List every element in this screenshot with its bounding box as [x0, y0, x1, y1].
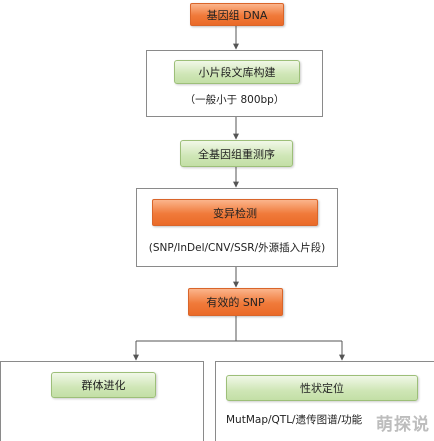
node-genome-dna: 基因组 DNA — [190, 3, 284, 26]
library-note: （一般小于 800bp） — [184, 94, 285, 106]
trait-methods: MutMap/QTL/遗传图谱/功能 — [226, 414, 363, 426]
variant-types: (SNP/InDel/CNV/SSR/外源插入片段) — [148, 242, 326, 254]
node-library-label: 小片段文库构建 — [198, 66, 276, 79]
frame-trait — [215, 361, 434, 441]
node-effective-snp-label: 有效的 SNP — [206, 296, 265, 309]
node-variant-detection: 变异检测 — [152, 199, 318, 226]
node-library: 小片段文库构建 — [174, 60, 300, 84]
watermark: 萌探说 — [376, 415, 430, 435]
node-trait-location: 性状定位 — [226, 375, 418, 401]
node-variant-detection-label: 变异检测 — [213, 206, 257, 220]
node-trait-location-label: 性状定位 — [300, 382, 344, 395]
node-population-evolution: 群体进化 — [51, 372, 156, 398]
node-genome-dna-label: 基因组 DNA — [206, 8, 268, 22]
node-resequencing-label: 全基因组重测序 — [198, 147, 275, 161]
node-population-evolution-label: 群体进化 — [81, 379, 126, 392]
node-resequencing: 全基因组重测序 — [180, 140, 293, 167]
node-effective-snp: 有效的 SNP — [188, 288, 283, 316]
